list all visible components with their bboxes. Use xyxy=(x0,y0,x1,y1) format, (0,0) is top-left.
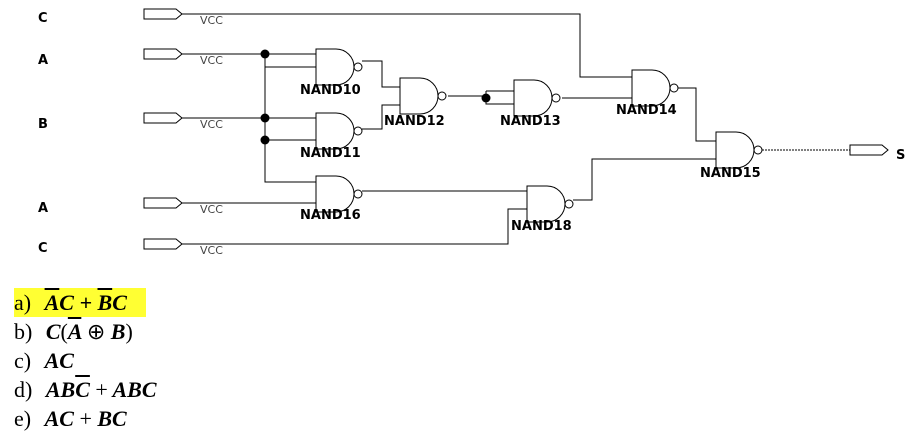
vcc-label: VCC xyxy=(200,118,223,131)
junction-dot xyxy=(481,93,491,103)
input-pin xyxy=(143,8,183,20)
option-e[interactable]: e) AC + BC xyxy=(14,404,434,433)
junction-dots xyxy=(260,49,491,145)
option-expression: AC + BC xyxy=(44,290,127,315)
input-label-c: C xyxy=(38,11,48,26)
vcc-label: VCC xyxy=(200,244,223,257)
wires xyxy=(182,13,850,245)
gate-label-nand14: NAND14 xyxy=(616,103,677,118)
answer-options: a) AC + BC b) C(A ⊕ B) c) AC d) ABC + AB… xyxy=(14,288,434,433)
junction-dot xyxy=(260,49,270,59)
junction-dot xyxy=(260,135,270,145)
option-expression: C(A ⊕ B) xyxy=(45,319,133,344)
gate-label-nand16: NAND16 xyxy=(300,208,361,223)
option-letter: c) xyxy=(14,348,32,373)
nand-gate xyxy=(526,185,574,223)
input-label-c: C xyxy=(38,241,48,256)
input-label-a: A xyxy=(38,201,48,216)
option-expression: AC + BC xyxy=(44,406,127,431)
gate-label-nand18: NAND18 xyxy=(511,219,572,234)
gate-label-nand11: NAND11 xyxy=(300,146,361,161)
input-pin xyxy=(143,238,183,250)
output-label-s: S xyxy=(896,148,905,163)
option-a[interactable]: a) AC + BC xyxy=(14,288,146,317)
gate-label-nand10: NAND10 xyxy=(300,83,361,98)
vcc-label: VCC xyxy=(200,203,223,216)
option-letter: d) xyxy=(14,377,33,402)
option-b[interactable]: b) C(A ⊕ B) xyxy=(14,317,434,346)
vcc-label: VCC xyxy=(200,14,223,27)
option-letter: a) xyxy=(14,290,32,315)
vcc-label: VCC xyxy=(200,54,223,67)
option-letter: e) xyxy=(14,406,32,431)
gate-label-nand15: NAND15 xyxy=(700,166,761,181)
logic-circuit-diagram: C A B A C S VCC VCC VCC VCC VCC NAND10 xyxy=(38,8,905,257)
option-expression: AC xyxy=(44,348,74,373)
option-c[interactable]: c) AC xyxy=(14,346,434,375)
nand-gate xyxy=(631,69,679,107)
nand-gate xyxy=(315,175,363,213)
input-pins xyxy=(143,8,889,250)
input-pin xyxy=(143,112,183,124)
nand-gate xyxy=(315,48,363,86)
input-pin xyxy=(143,197,183,209)
input-label-b: B xyxy=(38,117,48,132)
junction-dot xyxy=(260,113,270,123)
nand-gate xyxy=(315,112,363,150)
input-pin xyxy=(143,48,183,60)
nand-gate xyxy=(399,77,447,115)
nand-gate xyxy=(513,79,561,117)
option-d[interactable]: d) ABC + ABC xyxy=(14,375,434,404)
gate-label-nand13: NAND13 xyxy=(500,114,561,129)
input-label-a: A xyxy=(38,53,48,68)
output-pin xyxy=(849,144,889,156)
option-letter: b) xyxy=(14,319,33,344)
gate-label-nand12: NAND12 xyxy=(384,114,445,129)
nand-gate xyxy=(715,131,763,169)
option-expression: ABC + ABC xyxy=(45,377,157,402)
